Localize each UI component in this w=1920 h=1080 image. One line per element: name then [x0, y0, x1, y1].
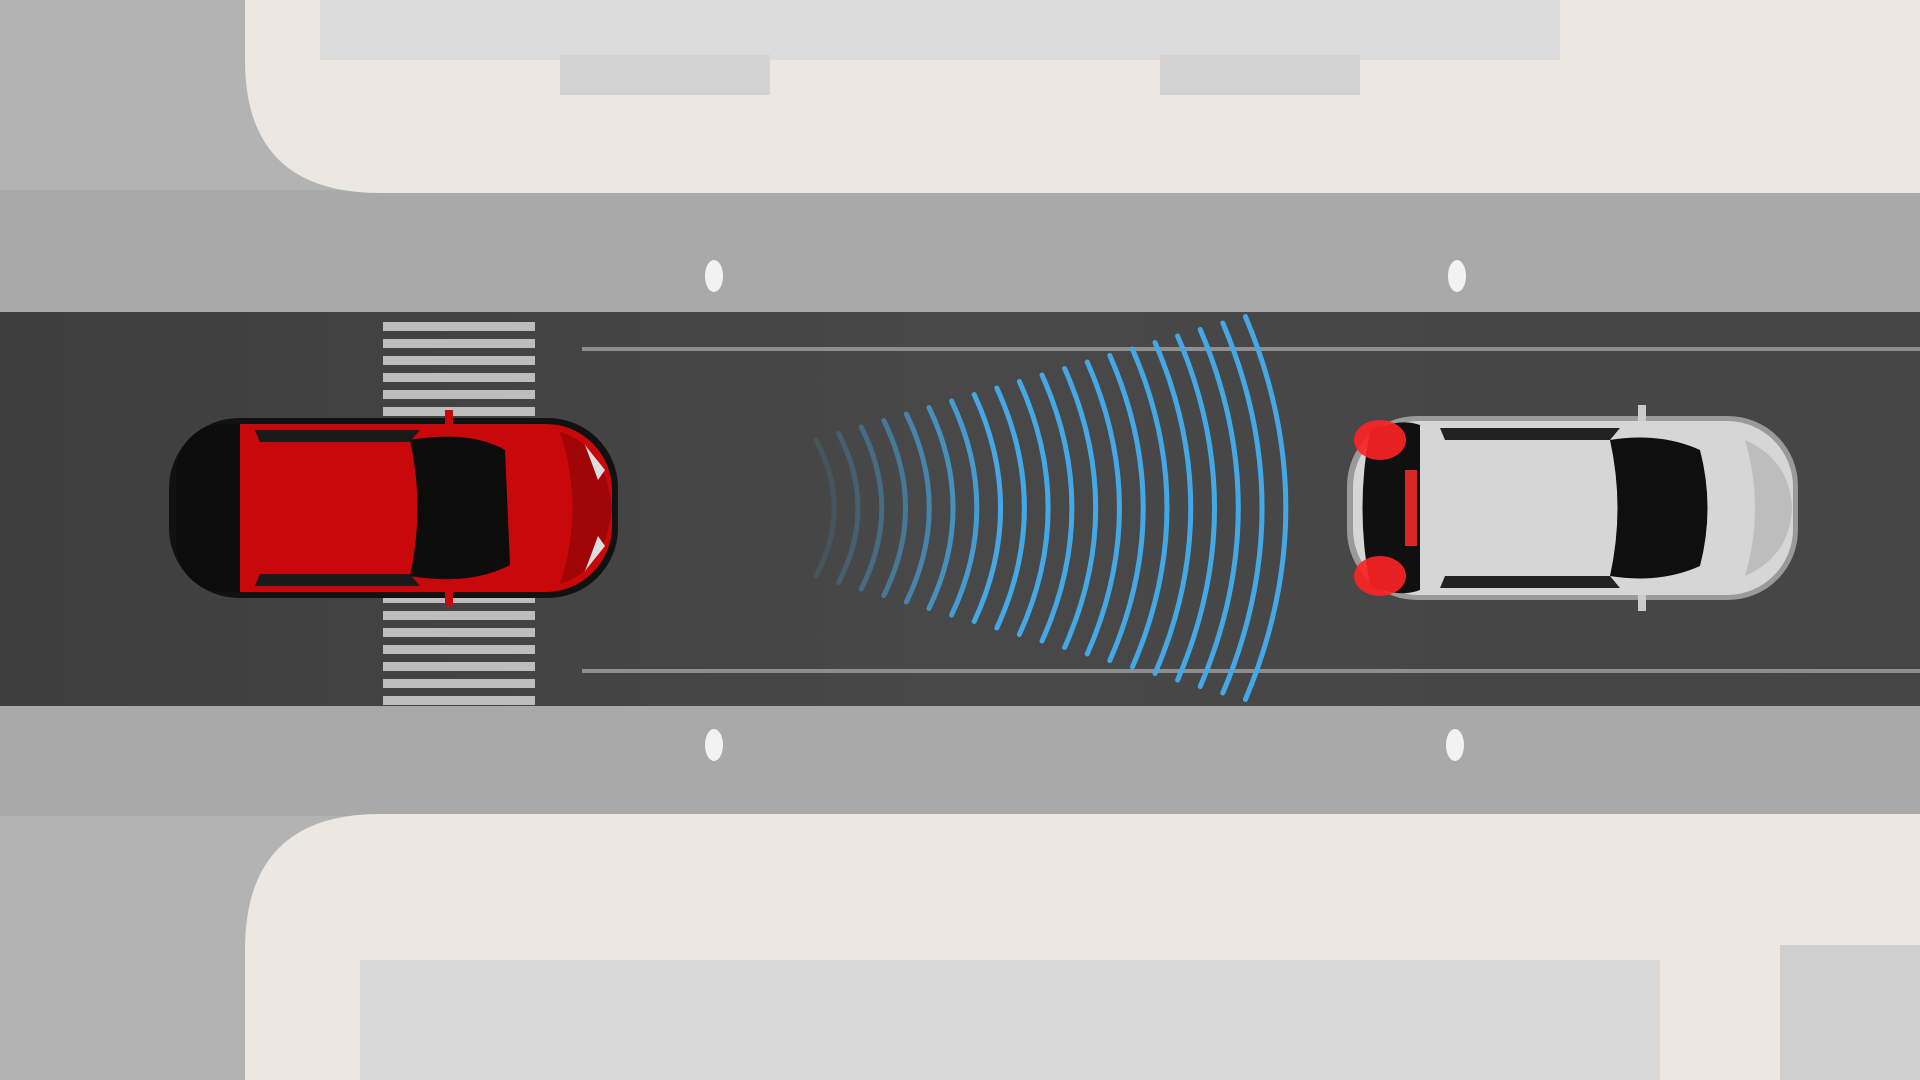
lane-line-top	[582, 347, 1920, 351]
radar-wave	[1152, 340, 1194, 676]
crosswalk-stripe	[383, 373, 535, 382]
crosswalk-stripe	[383, 679, 535, 688]
building-top-annex	[560, 55, 770, 95]
sidewalk-top	[0, 190, 1920, 315]
crosswalk-stripe	[383, 696, 535, 705]
building-bottom-right	[1780, 945, 1920, 1080]
lane-line-bottom	[582, 669, 1920, 673]
radar-wave	[949, 398, 980, 618]
radar-wave	[1107, 353, 1146, 663]
crosswalk-stripe	[383, 662, 535, 671]
crosswalk-stripe	[383, 390, 535, 399]
sidewalk-bottom	[0, 704, 1920, 816]
street-lamp	[1446, 729, 1464, 761]
brake-light-bar	[1405, 470, 1417, 546]
crosswalk-stripe	[383, 594, 535, 603]
street-lamp	[1448, 260, 1466, 292]
radar-wave	[971, 392, 1004, 624]
radar-wave	[1242, 314, 1289, 702]
radar-wave	[858, 424, 885, 592]
red-car-icon	[169, 410, 618, 606]
radar-wave	[1220, 320, 1265, 696]
street-lamps	[705, 260, 1466, 761]
building-top	[320, 0, 1560, 60]
crosswalk-stripe	[383, 407, 535, 416]
radar-wave	[813, 437, 837, 579]
radar-wave	[1039, 372, 1075, 644]
brake-light	[1354, 556, 1406, 596]
radar-wave	[1197, 327, 1241, 689]
brake-light	[1354, 420, 1406, 460]
radar-wave	[903, 411, 932, 605]
building-bottom	[360, 960, 1660, 1080]
street-lamp	[705, 260, 723, 292]
crosswalk-stripe	[383, 339, 535, 348]
radar-wave	[926, 405, 956, 611]
radar-wave	[881, 418, 909, 598]
radar-wave	[1016, 379, 1051, 637]
radar-wave	[1084, 359, 1122, 657]
crosswalk-stripe	[383, 628, 535, 637]
street-lamp	[705, 729, 723, 761]
white-car-icon	[1347, 405, 1798, 611]
radar-wave	[994, 385, 1027, 631]
crosswalk-stripe	[383, 356, 535, 365]
building-top-annex	[1160, 55, 1360, 95]
crosswalk-stripe	[383, 322, 535, 331]
radar-wave	[1129, 346, 1170, 670]
crosswalk-stripe	[383, 611, 535, 620]
radar-waves-icon	[813, 314, 1289, 702]
radar-wave	[1175, 333, 1218, 683]
radar-wave	[1062, 366, 1099, 650]
crosswalk-stripe	[383, 645, 535, 654]
radar-wave	[836, 431, 861, 585]
